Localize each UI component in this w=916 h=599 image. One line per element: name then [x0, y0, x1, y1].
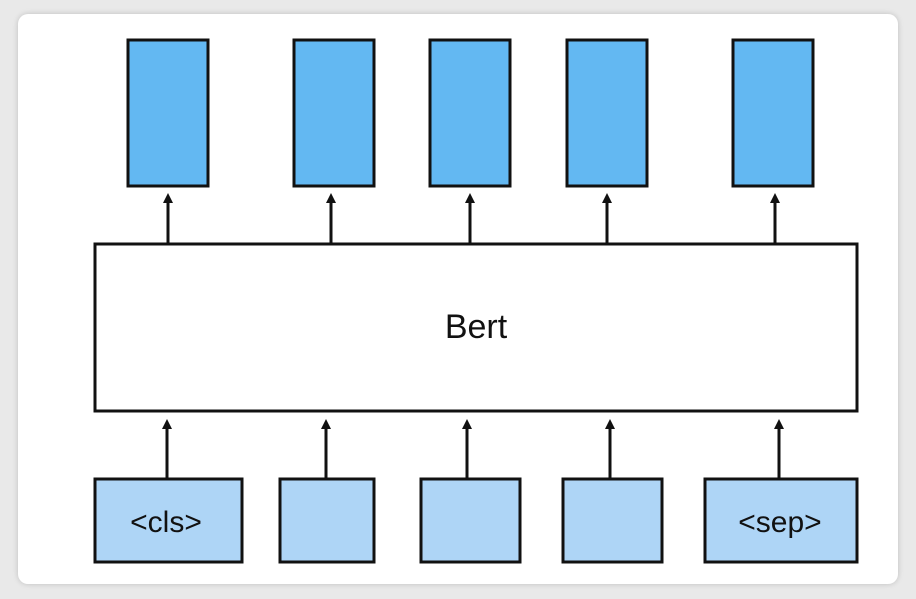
output-box-1 [126, 38, 210, 188]
input-box-2 [278, 477, 376, 564]
output-box-2 [292, 38, 376, 188]
output-box-3 [428, 38, 512, 188]
output-box-4 [565, 38, 649, 188]
input-box-4 [561, 477, 664, 564]
bert-box [93, 242, 859, 413]
input-box-3 [419, 477, 522, 564]
input-boxes [93, 477, 859, 564]
input-token-5: <sep> [738, 506, 821, 539]
input-token-1: <cls> [130, 506, 202, 539]
output-box-5 [731, 38, 815, 188]
output-boxes [126, 38, 815, 188]
input-arrows [162, 419, 784, 479]
bert-label: Bert [445, 308, 508, 346]
input-token-labels: <cls> <sep> [130, 506, 822, 539]
input-box-1 [93, 477, 244, 564]
input-box-5 [703, 477, 859, 564]
output-arrows [163, 193, 780, 244]
